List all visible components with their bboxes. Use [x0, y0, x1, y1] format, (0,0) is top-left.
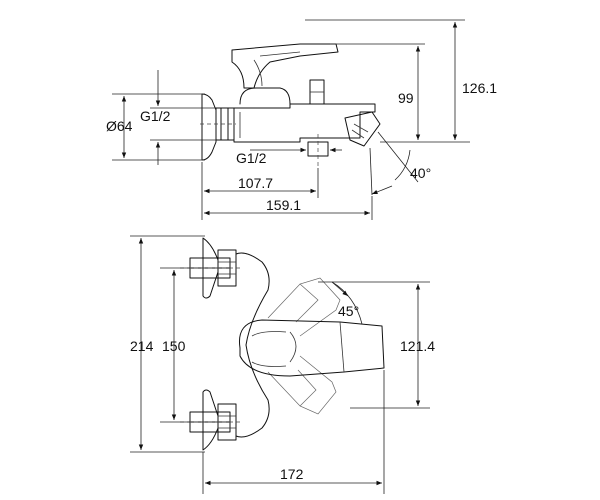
dim-outlet-offset-label: 107.7 [238, 175, 273, 191]
dim-thread-inlet-label: G1/2 [140, 108, 171, 124]
side-lever [231, 43, 339, 89]
dim-height-total-label: 126.1 [462, 80, 497, 96]
front-view [180, 237, 385, 451]
dim-total-length-label: 159.1 [266, 197, 301, 213]
front-flange-bottom [202, 389, 219, 451]
dim-thread-outlet-label: G1/2 [236, 150, 267, 166]
side-wall-flange [201, 93, 217, 161]
side-spout [344, 111, 381, 147]
front-flange-top [202, 237, 219, 299]
front-body [235, 252, 270, 438]
dim-total-height-label: 214 [130, 338, 154, 354]
dim-height-handle-label: 99 [398, 90, 414, 106]
dim-total-width-label: 172 [280, 466, 304, 482]
front-dimensions: 214 150 121.4 45° 172 [130, 235, 435, 494]
dim-center-distance-label: 150 [162, 338, 186, 354]
dim-handle-angle-label: 45° [338, 303, 359, 319]
side-cartridge [239, 87, 291, 105]
front-lever [238, 319, 385, 377]
side-view [200, 43, 381, 168]
side-body [233, 103, 376, 143]
side-dimensions: 126.1 99 Ø64 G1/2 G1/2 40° 107.7 159.1 [106, 19, 497, 220]
front-lever-rotated-bottom [267, 355, 337, 415]
dim-spout-angle-label: 40° [410, 165, 431, 181]
front-lever-rotated-top [267, 277, 341, 337]
dim-diameter-label: Ø64 [106, 118, 133, 134]
dim-handle-height-label: 121.4 [400, 338, 435, 354]
